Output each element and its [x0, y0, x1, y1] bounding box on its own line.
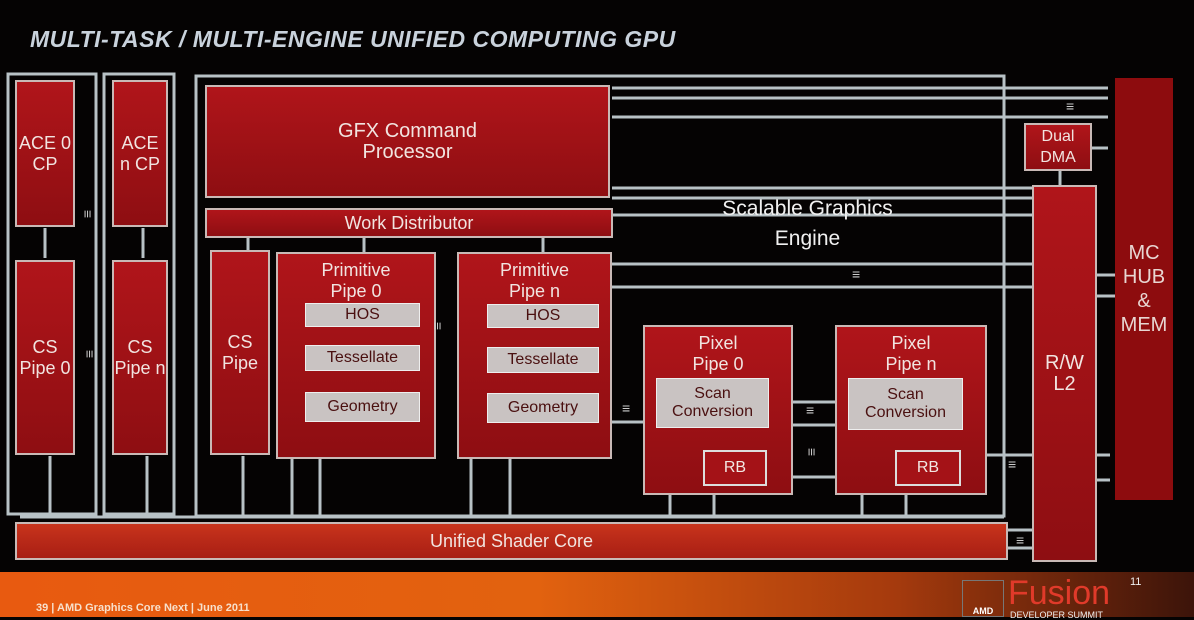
ellipsis-icon: ≡	[80, 209, 97, 219]
geometry-0: Geometry	[305, 392, 420, 422]
ellipsis-icon: ≡	[1008, 456, 1017, 472]
footer-text: 39 | AMD Graphics Core Next | June 2011	[36, 602, 250, 614]
scan-conversion-n: Scan Conversion	[848, 378, 963, 430]
ellipsis-icon: ≡	[622, 400, 631, 416]
hos-n: HOS	[487, 304, 599, 328]
hos-0: HOS	[305, 303, 420, 327]
pixel-pipe-0-label: Pixel Pipe 0	[692, 333, 744, 374]
ellipsis-icon: ≡	[430, 321, 447, 331]
geometry-n: Geometry	[487, 393, 599, 423]
ace-n-cp-block: ACE n CP	[112, 80, 168, 227]
ellipsis-icon: ≡	[806, 402, 815, 418]
ellipsis-icon: ≡	[1016, 532, 1025, 548]
work-distributor-block: Work Distributor	[205, 208, 613, 238]
amd-logo: AMD	[962, 580, 1004, 617]
rw-l2-block: R/W L2	[1032, 185, 1097, 562]
cs-pipe-block: CS Pipe	[210, 250, 270, 455]
gfx-command-processor-block: GFX Command Processor	[205, 85, 610, 198]
mc-hub-mem-block: MC HUB & MEM	[1115, 78, 1173, 500]
scan-conversion-0: Scan Conversion	[656, 378, 769, 428]
ellipsis-icon: ≡	[82, 349, 99, 359]
cs-pipe-0-block: CS Pipe 0	[15, 260, 75, 455]
primitive-pipe-0-label: Primitive Pipe 0	[321, 260, 391, 301]
cs-pipe-n-block: CS Pipe n	[112, 260, 168, 455]
primitive-pipe-n-label: Primitive Pipe n	[499, 260, 569, 301]
unified-shader-core-block: Unified Shader Core	[15, 522, 1008, 560]
ellipsis-icon: ≡	[804, 447, 821, 457]
footer-bar	[0, 572, 1194, 617]
rb-n: RB	[895, 450, 961, 486]
developer-summit-text: DEVELOPER SUMMIT	[1010, 610, 1104, 620]
fusion-brand: Fusion	[1008, 574, 1111, 612]
ace-0-cp-block: ACE 0 CP	[15, 80, 75, 227]
pixel-pipe-n-label: Pixel Pipe n	[885, 333, 937, 374]
dual-dma-block: Dual DMA	[1024, 123, 1092, 171]
tessellate-0: Tessellate	[305, 345, 420, 371]
ellipsis-icon: ≡	[1066, 98, 1075, 114]
tessellate-n: Tessellate	[487, 347, 599, 373]
slide-title: MULTI-TASK / MULTI-ENGINE UNIFIED COMPUT…	[30, 26, 676, 52]
rb-0: RB	[703, 450, 767, 486]
fusion-superscript: 11	[1130, 576, 1142, 588]
ellipsis-icon: ≡	[852, 266, 861, 282]
scalable-graphics-engine-label: Scalable Graphics Engine	[722, 197, 893, 250]
